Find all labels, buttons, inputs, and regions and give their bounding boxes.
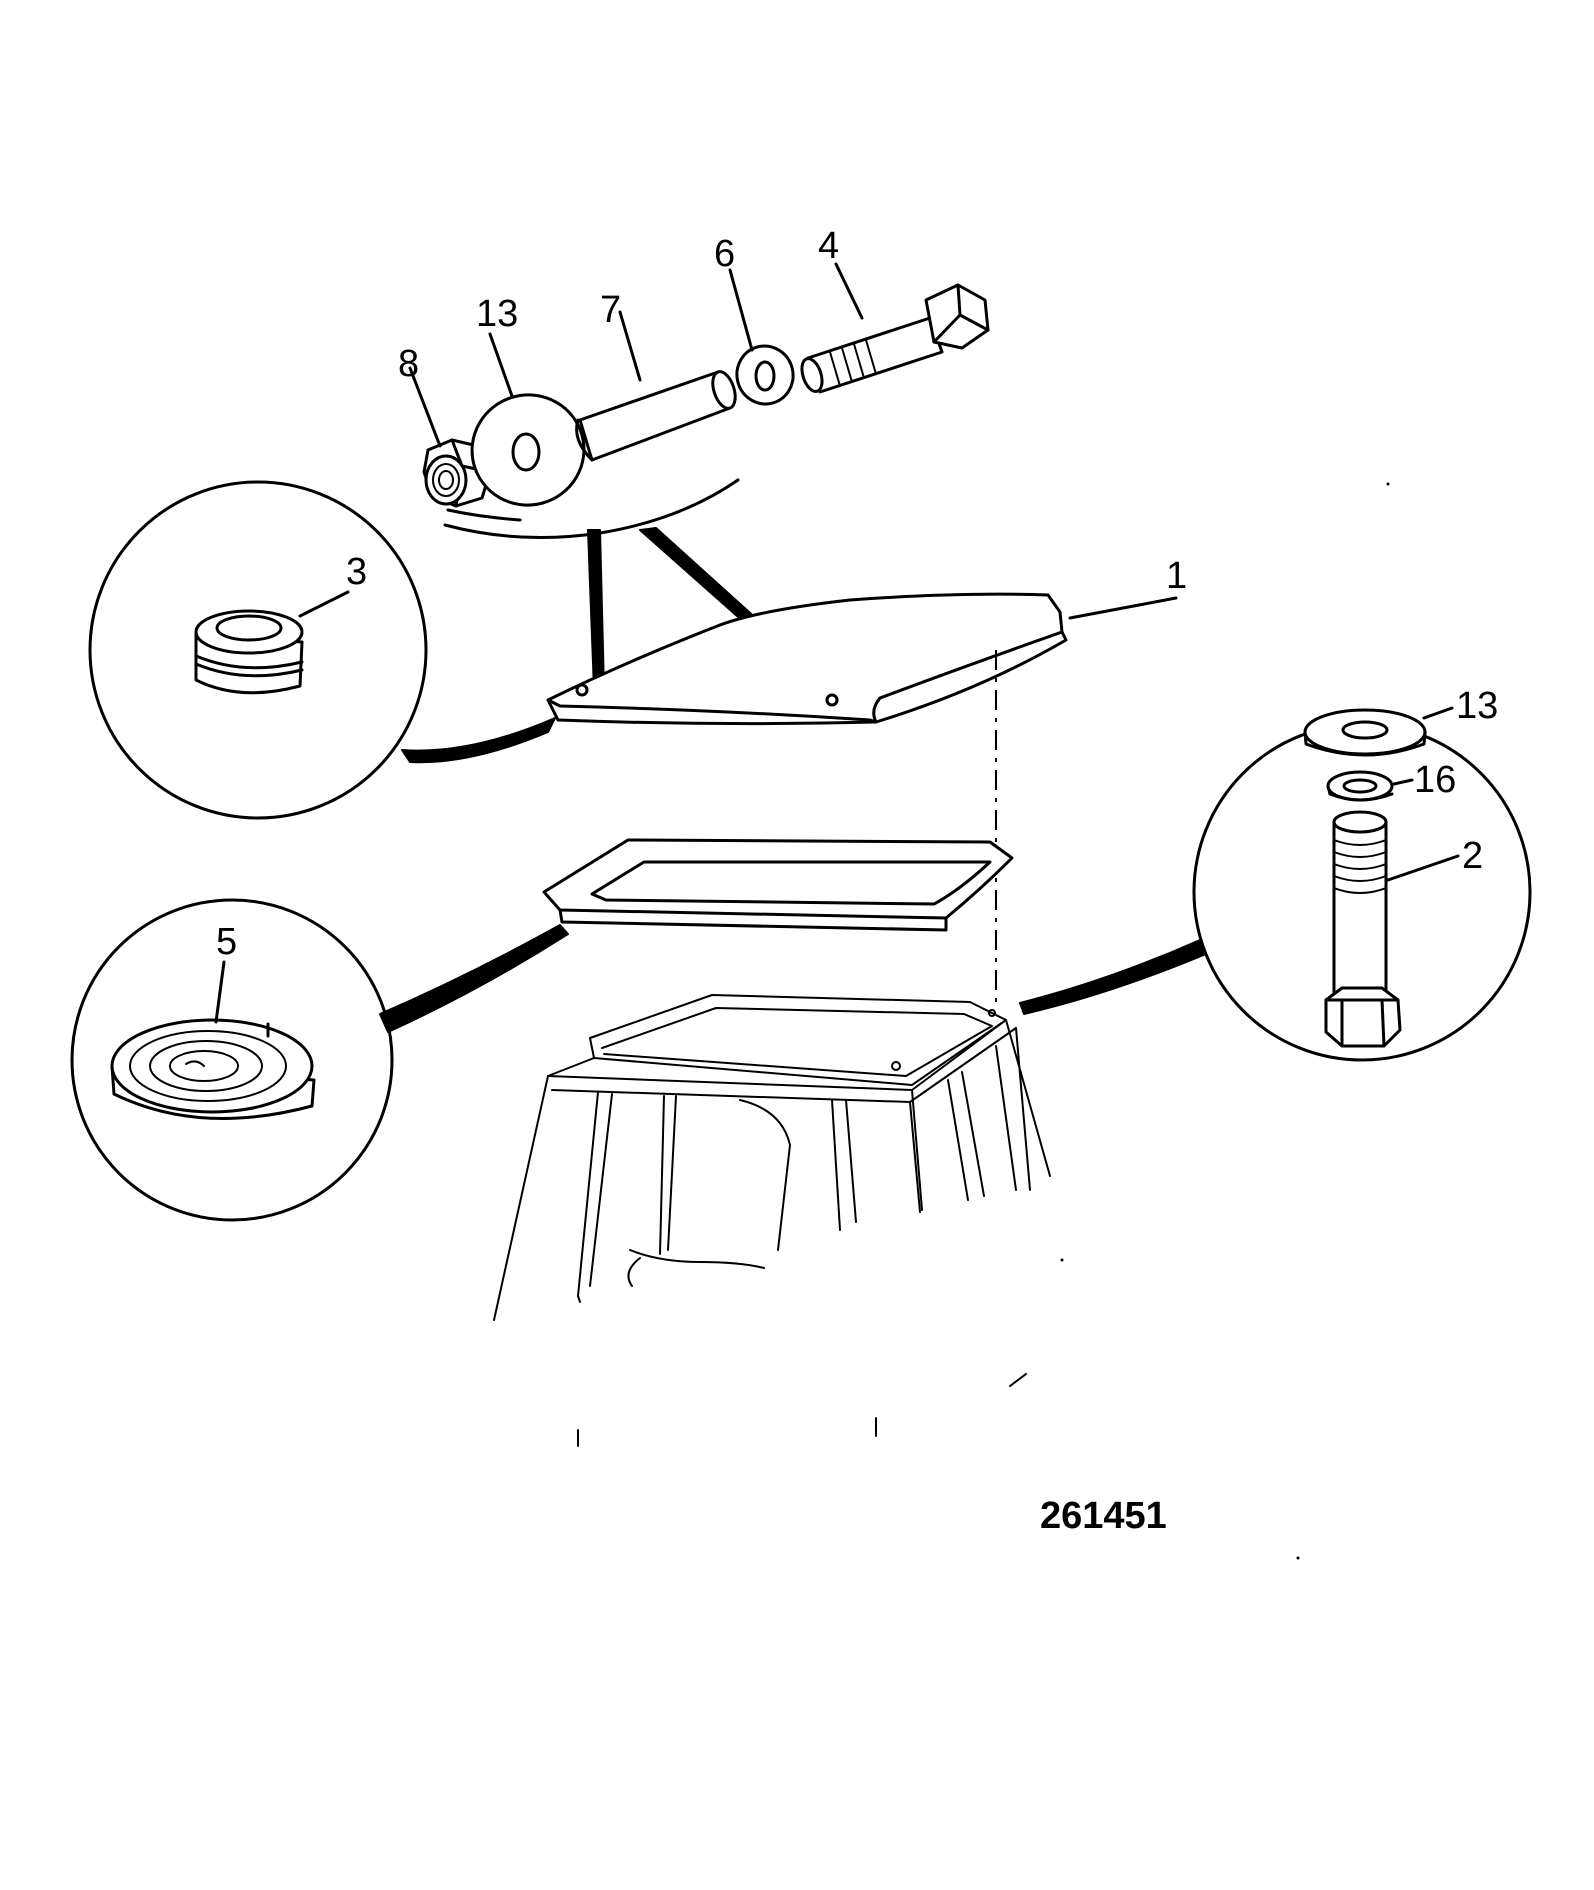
flat-washer-part-13-detail (1303, 708, 1427, 757)
flat-washer-part-13-top (470, 393, 586, 507)
stud-bolt-part-2 (1324, 810, 1402, 1048)
callout-16: 16 (1414, 759, 1456, 801)
callout-6: 6 (714, 233, 735, 275)
callout-3: 3 (346, 551, 367, 593)
callout-13-right: 13 (1456, 685, 1498, 727)
detail-circle-bushing (88, 480, 556, 820)
callout-13-top: 13 (476, 293, 518, 335)
callout-5: 5 (216, 921, 237, 963)
stray-marks (577, 482, 1390, 1560)
small-washer-part-6 (735, 344, 795, 406)
rubber-bushing-part-3 (194, 609, 304, 695)
pedestal-housing (493, 994, 1051, 1321)
hex-bolt-part-4 (800, 283, 990, 394)
detail-circle-coil-gasket (70, 898, 569, 1222)
callout-4: 4 (818, 225, 839, 267)
hex-nut-part-8 (422, 438, 492, 508)
leader-lines (214, 262, 1460, 1024)
lock-washer-part-16 (1326, 770, 1394, 802)
spacer-sleeve-part-7 (575, 370, 737, 462)
callout-7: 7 (600, 289, 621, 331)
gasket-part-5 (542, 838, 1014, 932)
callout-2: 2 (1462, 835, 1483, 877)
bolt-assembly (422, 283, 990, 508)
callout-labels: 8 13 7 6 4 3 1 13 16 2 5 (216, 225, 1498, 963)
cover-plate-part-1 (546, 592, 1068, 726)
spiral-gasket-part-5 (110, 1018, 316, 1120)
callout-8: 8 (398, 343, 419, 385)
figure-reference-number: 261451 (1040, 1495, 1167, 1537)
callout-1: 1 (1166, 555, 1187, 597)
detail-circle-stud (1019, 708, 1532, 1062)
